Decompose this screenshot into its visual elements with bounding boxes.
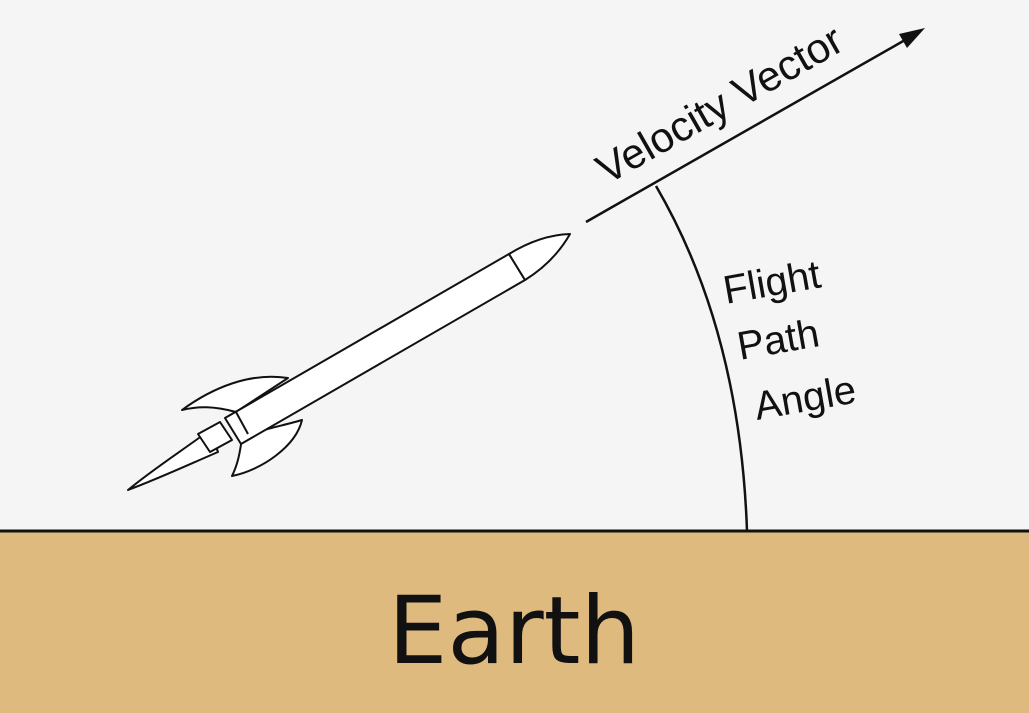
rocket — [127, 233, 571, 491]
rocket-body — [224, 253, 526, 445]
velocity-vector-arrowhead — [899, 28, 925, 48]
flight-path-angle-arc — [654, 185, 749, 532]
velocity-vector-label: Velocity Vector — [588, 15, 851, 192]
velocity-vector-line — [585, 38, 906, 224]
rocket-fin-line — [235, 411, 249, 435]
rocket-lower-fin — [231, 419, 303, 477]
rocket-upper-fin — [181, 375, 289, 413]
path-label: Path — [734, 311, 823, 369]
rocket-nozzle — [197, 421, 233, 453]
rocket-nose-cone — [508, 233, 571, 281]
flight-label: Flight — [720, 253, 824, 313]
earth-label: Earth — [388, 577, 640, 686]
earth-ground — [0, 531, 1029, 713]
angle-label: Angle — [751, 368, 859, 429]
